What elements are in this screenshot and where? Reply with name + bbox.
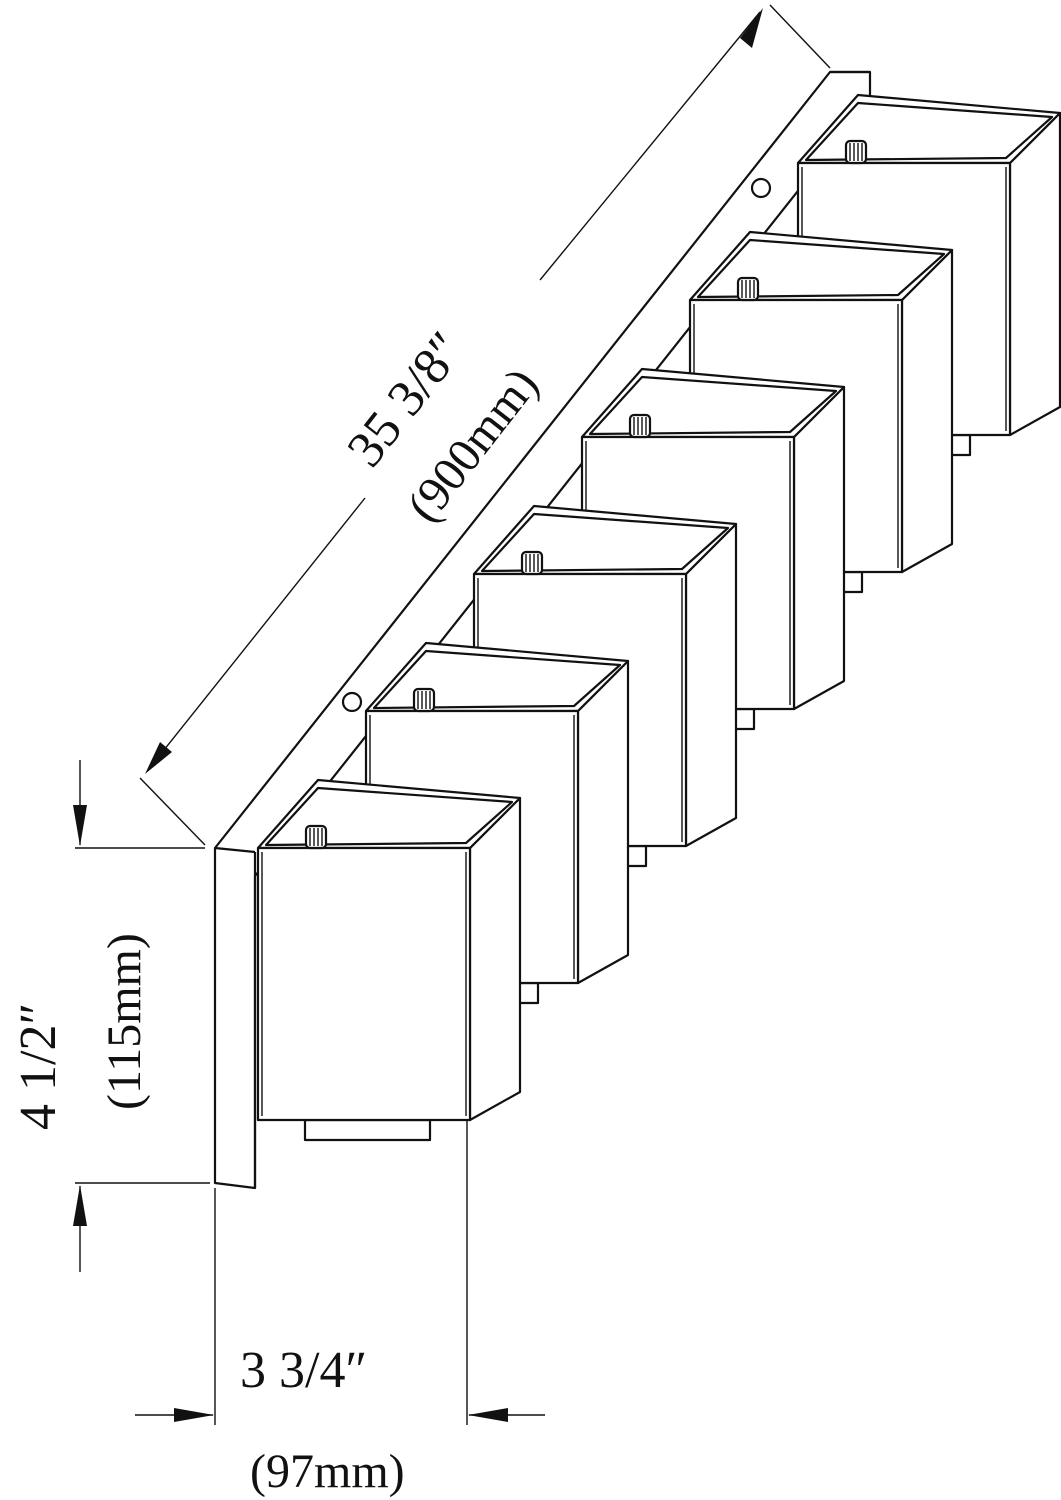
socket-knob-icon bbox=[844, 139, 868, 165]
shade-bracket bbox=[303, 1118, 432, 1142]
shade-front bbox=[256, 846, 472, 1122]
height-metric-label: (115mm) bbox=[98, 933, 151, 1110]
height-imperial-label: 4 1/2″ bbox=[10, 1003, 67, 1130]
socket-knob-icon bbox=[736, 276, 760, 302]
shade-side bbox=[1008, 111, 1061, 437]
shade-side bbox=[684, 522, 738, 848]
socket-knob-icon bbox=[412, 687, 436, 713]
width-imperial-label: 3 3/4″ bbox=[240, 1342, 367, 1399]
backplate bbox=[213, 70, 872, 1190]
shade-side bbox=[468, 796, 522, 1122]
mounting-screw-icon bbox=[750, 177, 772, 199]
socket-knob-icon bbox=[628, 413, 652, 439]
mounting-screw-icon bbox=[341, 691, 363, 713]
shade-group bbox=[256, 93, 1061, 1142]
socket-knob-icon bbox=[520, 550, 544, 576]
width-dimension: 3 3/4″ (97mm) bbox=[135, 1120, 545, 1498]
width-metric-label: (97mm) bbox=[250, 1445, 405, 1498]
shade-side bbox=[576, 659, 630, 985]
shade-side bbox=[900, 248, 954, 574]
height-dimension: 4 1/2″ (115mm) bbox=[10, 760, 210, 1272]
shade-side bbox=[792, 385, 846, 711]
light-shade bbox=[256, 778, 522, 1142]
socket-knob-icon bbox=[304, 824, 328, 850]
